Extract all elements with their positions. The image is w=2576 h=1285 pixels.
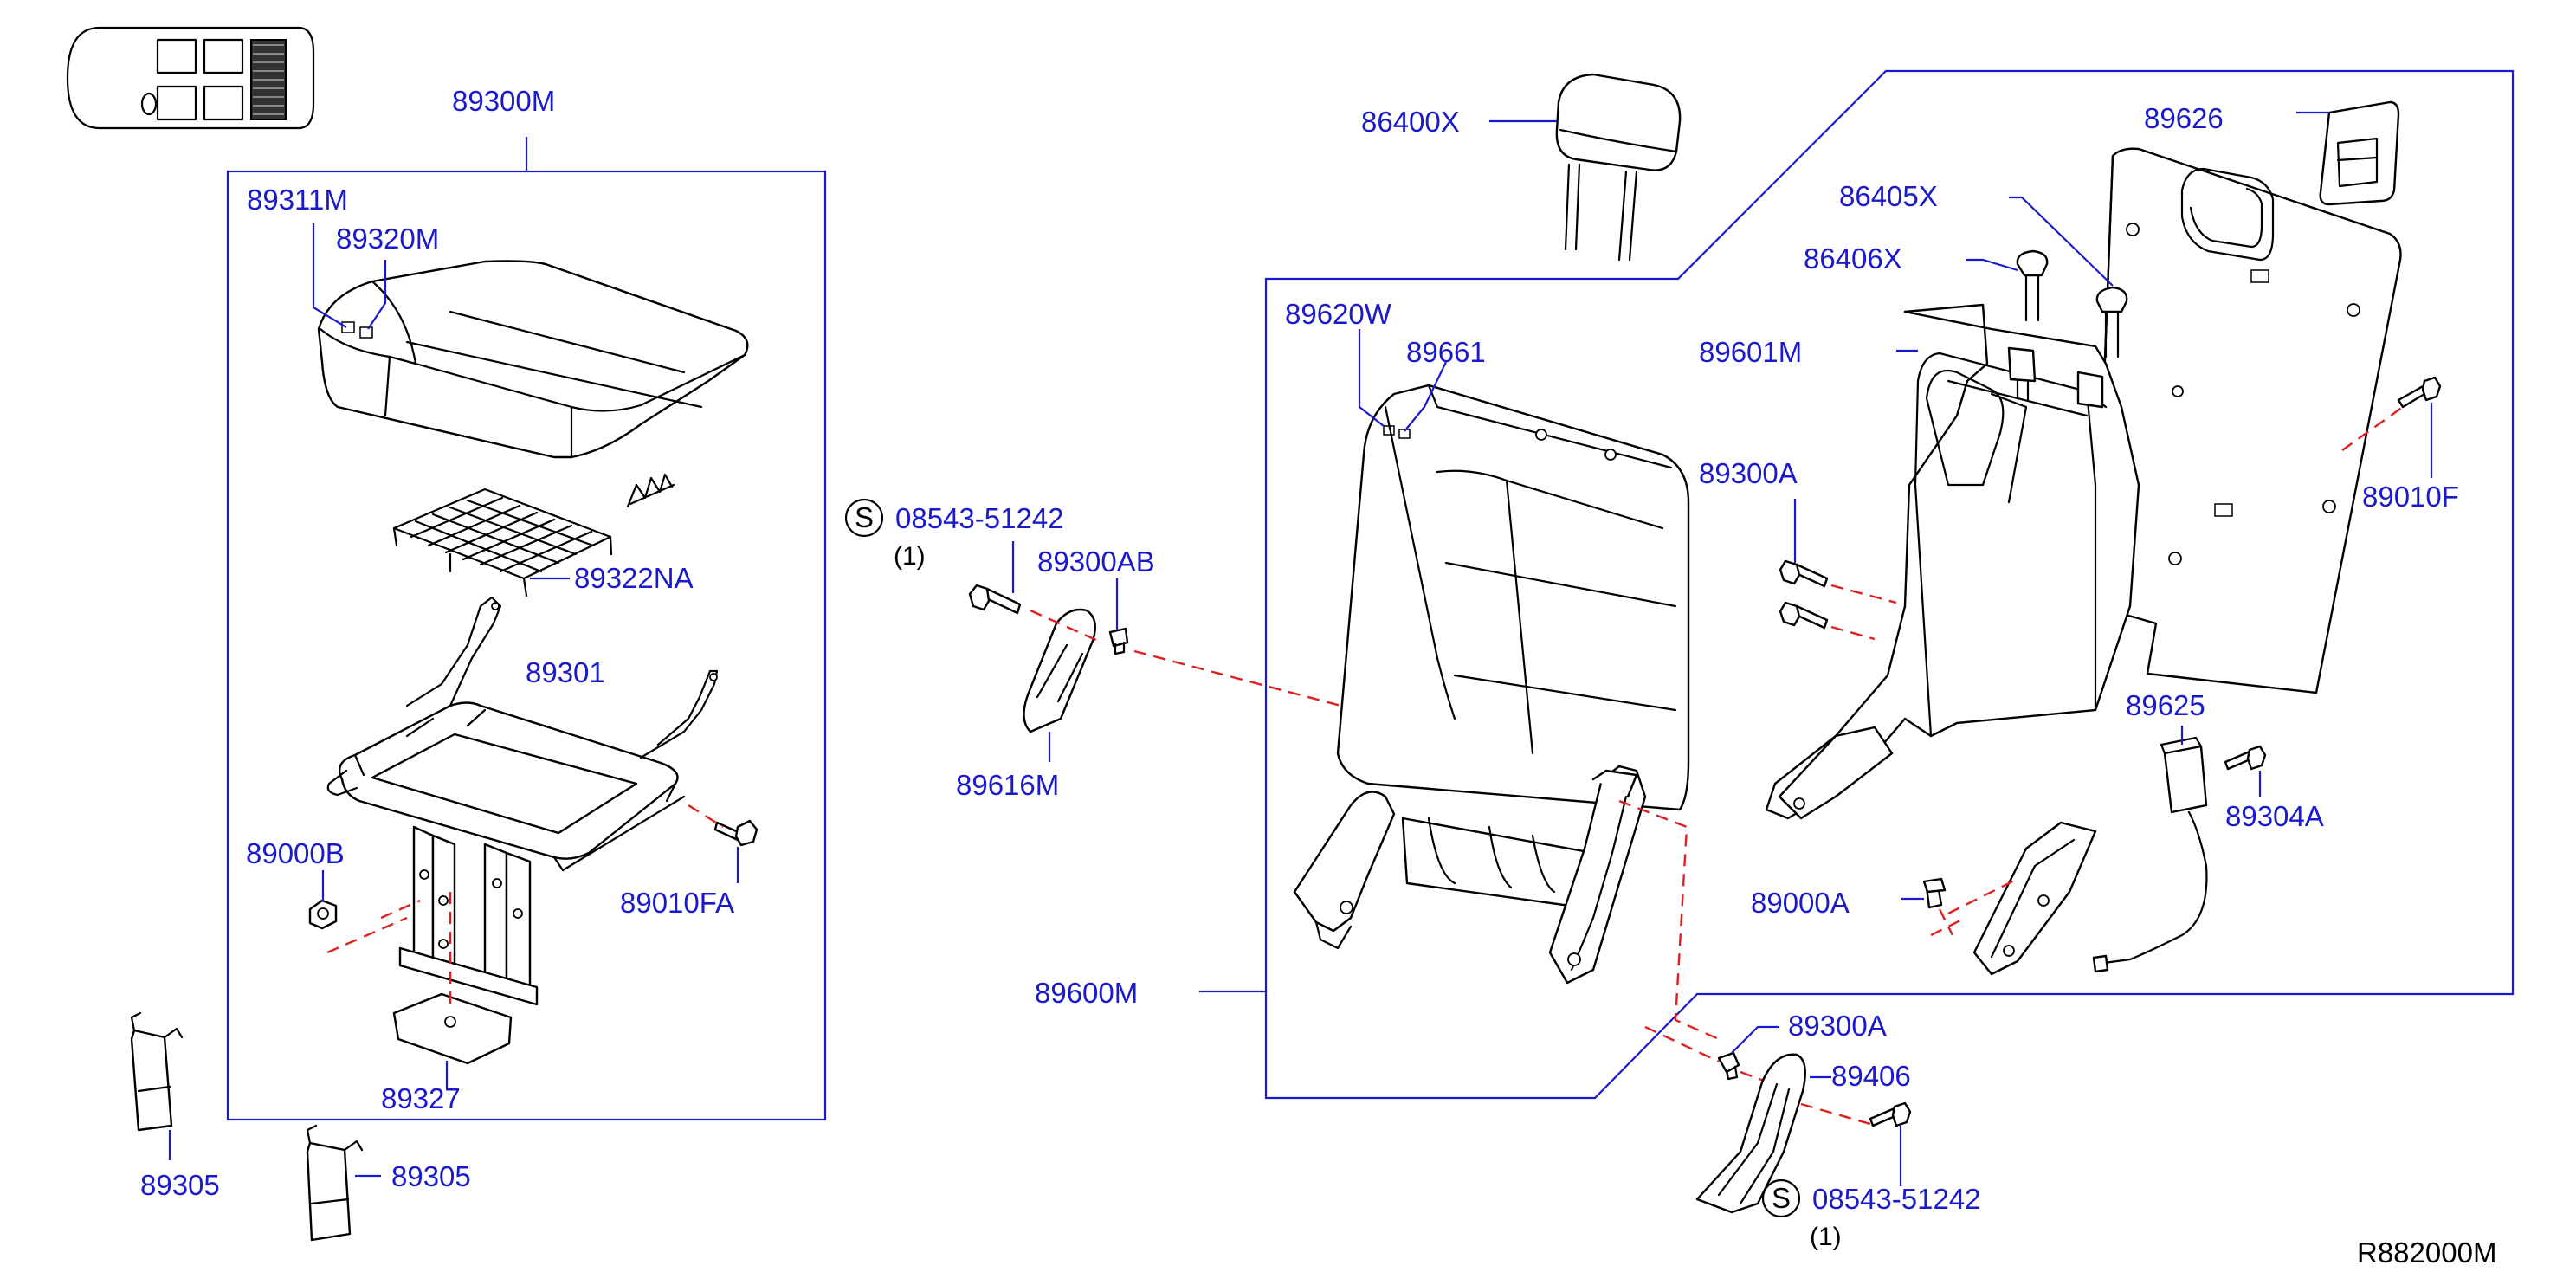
side-bracket-89305-right <box>306 1124 364 1242</box>
bolt-89304a <box>2224 745 2267 771</box>
seat-cushion-frame <box>326 596 719 872</box>
seat-cushion-assembly-group <box>226 137 827 1121</box>
label-89320m: 89320M <box>336 223 439 255</box>
label-89000a: 89000A <box>1751 887 1850 919</box>
label-08543-51242-left: 08543-51242 <box>895 502 1064 534</box>
floor-bracket-plate <box>392 992 513 1065</box>
side-bracket-89305-left <box>130 1011 184 1132</box>
s-symbol-left <box>844 498 884 538</box>
callout-labels: 89300M 89311M 89320M 89322NA 89301 89000… <box>140 85 2496 1269</box>
label-89620w: 89620W <box>1285 298 1392 330</box>
clip-89300ab <box>1108 627 1129 655</box>
label-89661: 89661 <box>1406 336 1486 368</box>
seat-back-pad <box>1336 384 1690 811</box>
hinge-cover-89406 <box>1695 1053 1806 1214</box>
headrest-guide-86405x <box>2095 286 2128 358</box>
diagram-reference-code: R882000M <box>2357 1237 2496 1269</box>
release-handle-cover-89626 <box>2319 100 2400 206</box>
label-86405x: 86405X <box>1839 180 1938 212</box>
label-89311m: 89311M <box>247 184 348 216</box>
seat-back-assembly-group <box>1199 69 2515 1100</box>
headrest-guide-86406x <box>2016 249 2049 322</box>
seat-back-lower-frame <box>1293 765 1647 985</box>
label-86406x: 86406X <box>1804 242 1902 274</box>
label-89301: 89301 <box>526 656 605 688</box>
seat-spring-mat <box>392 488 613 597</box>
label-89616m: 89616M <box>956 769 1059 801</box>
label-89600m: 89600M <box>1035 977 1138 1009</box>
label-89000b: 89000B <box>246 837 345 869</box>
label-89305-right: 89305 <box>391 1160 471 1192</box>
label-89300a-lower: 89300A <box>1788 1010 1887 1042</box>
label-89010f: 89010F <box>2362 481 2459 513</box>
label-89300a-upper: 89300A <box>1699 457 1798 489</box>
label-89625: 89625 <box>2126 689 2205 721</box>
bolt-89010fa <box>713 819 759 847</box>
nut-89000b <box>308 899 338 930</box>
bolt-08543-right <box>1869 1101 1912 1127</box>
label-89304a: 89304A <box>2225 800 2324 832</box>
label-89010fa: 89010FA <box>620 887 734 919</box>
headrest-86400x <box>1555 73 1682 262</box>
bolt-89010f <box>2397 376 2442 409</box>
seat-back-panel-89626 <box>2094 147 2402 694</box>
s-symbol-right <box>1761 1178 1801 1218</box>
seat-back-frame-89601m <box>1765 303 2140 976</box>
label-qty-right: (1) <box>1810 1223 1842 1251</box>
label-89300m: 89300M <box>452 85 555 117</box>
clip-89300a-lower <box>1717 1051 1740 1081</box>
seat-frame-legs <box>398 825 539 1006</box>
label-86400x: 86400X <box>1361 106 1460 138</box>
label-08543-51242-right: 08543-51242 <box>1812 1183 1981 1215</box>
label-qty-left: (1) <box>894 542 926 571</box>
hinge-cover-89616m <box>1023 608 1096 733</box>
label-89601m: 89601M <box>1699 336 1802 368</box>
label-89626: 89626 <box>2144 102 2224 134</box>
seat-cushion-pad <box>317 260 749 459</box>
seat-spring-clip <box>626 473 675 508</box>
bolt-89300a-upper <box>1779 559 1829 630</box>
bolt-08543-left <box>968 584 1022 615</box>
label-89300ab: 89300AB <box>1037 546 1155 578</box>
seat-layout-thumbnail <box>66 26 315 130</box>
s-symbol-right-text: S <box>1772 1182 1791 1214</box>
label-89406: 89406 <box>1831 1060 1911 1092</box>
bolt-89000a <box>1922 877 1947 909</box>
s-symbol-left-text: S <box>855 501 874 533</box>
seat-switch-89625 <box>2092 736 2208 973</box>
label-89327: 89327 <box>381 1082 461 1114</box>
label-89322na: 89322NA <box>574 562 694 594</box>
label-89305-left: 89305 <box>140 1169 220 1201</box>
